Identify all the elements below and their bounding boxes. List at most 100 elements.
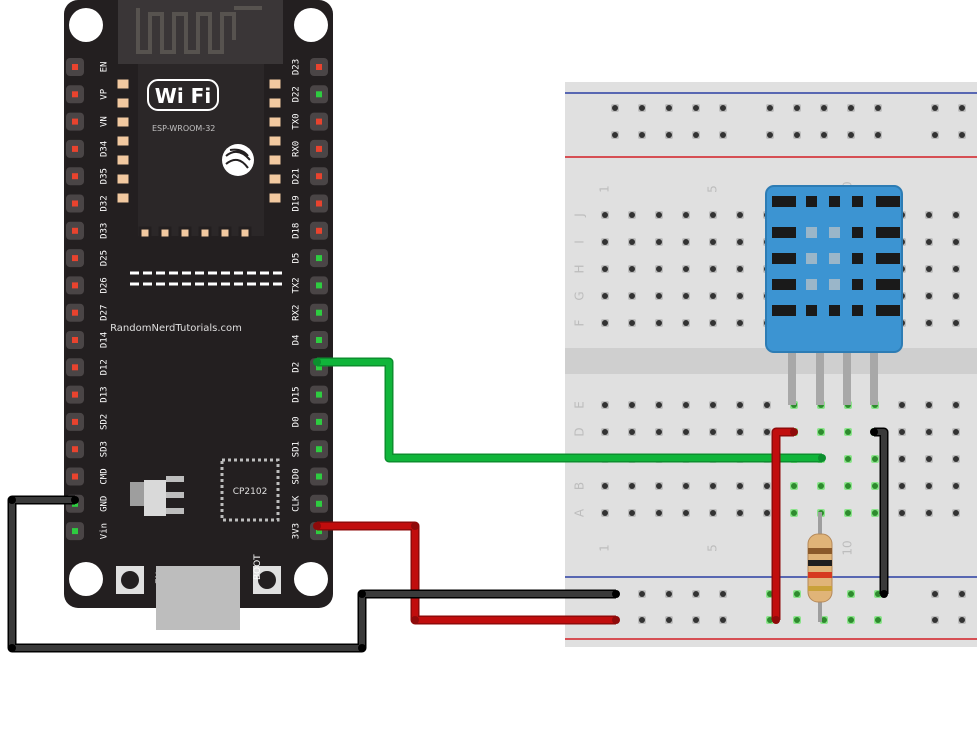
usb-connector (156, 566, 240, 630)
pin-label: CLK (292, 495, 302, 512)
grille-slot (852, 227, 863, 238)
pin-marker (72, 91, 78, 98)
row-letter: D (573, 427, 587, 436)
wire-end (411, 616, 419, 624)
wire-end (8, 644, 16, 652)
wire-black-gnd[interactable] (9, 497, 616, 651)
pin-marker (316, 91, 322, 98)
hole-center (683, 483, 689, 489)
grille-slot (876, 196, 900, 207)
column-number: 5 (706, 544, 720, 552)
hole-center (872, 483, 878, 489)
pin-marker (72, 255, 78, 262)
pin-label: D22 (292, 86, 302, 102)
hole-center (791, 483, 797, 489)
en-button-cap[interactable] (121, 571, 139, 589)
pin-marker (316, 337, 322, 343)
hole-center (720, 132, 726, 138)
pin-label: RX2 (292, 305, 302, 321)
wire-red-3v3[interactable] (317, 523, 616, 623)
hole-center (794, 132, 800, 138)
hole-center (683, 266, 689, 272)
wire-end (870, 428, 878, 436)
pin-marker (316, 418, 322, 425)
module-pads (114, 76, 284, 240)
hole-center (926, 429, 932, 435)
pin-marker (316, 500, 322, 507)
hole-center (737, 212, 743, 218)
resistor-band (808, 586, 832, 591)
hole-center (953, 510, 959, 516)
pin-labels: ENVPVND34D35D32D33D25D26D27D14D12D13SD2S… (100, 59, 302, 539)
module-pad (266, 171, 284, 187)
pin-marker (316, 64, 322, 70)
pin-label: D34 (100, 141, 110, 157)
pin-marker (316, 282, 322, 289)
hole-center (710, 429, 716, 435)
row-letter: J (573, 213, 587, 218)
hole-center (693, 132, 699, 138)
pin-marker (316, 227, 322, 234)
hole-center (737, 402, 743, 408)
hole-center (845, 429, 851, 435)
hole-center (639, 132, 645, 138)
wire-end (358, 590, 366, 598)
wire-end (818, 454, 826, 462)
column-number: 10 (841, 540, 855, 555)
hole-center (629, 266, 635, 272)
boot-button-cap[interactable] (258, 571, 276, 589)
hole-center (720, 617, 726, 623)
pin-label: 3V3 (292, 523, 302, 539)
pin-label: SD3 (100, 441, 110, 457)
header-pins (66, 58, 328, 541)
hole-center (602, 402, 608, 408)
pin-label: EN (100, 62, 110, 73)
wire-end (612, 590, 620, 598)
dht11-sensor (765, 185, 903, 405)
module-pad (266, 95, 284, 111)
wire-green-data[interactable] (317, 359, 822, 461)
sensor-leg (788, 345, 796, 405)
wire-end (313, 358, 321, 366)
hole-center (848, 132, 854, 138)
pin-label: TX2 (292, 277, 302, 293)
wire-end (358, 644, 366, 652)
hole-center (737, 320, 743, 326)
wire-end (411, 522, 419, 530)
hole-center (612, 132, 618, 138)
regulator-leg (166, 476, 184, 482)
pin-marker (72, 200, 78, 207)
pin-marker (316, 364, 322, 371)
hole-center (959, 105, 965, 111)
hole-center (629, 429, 635, 435)
hole-center (953, 266, 959, 272)
row-letter: A (573, 508, 587, 517)
hole-center (720, 105, 726, 111)
watermark-text: RandomNerdTutorials.com (110, 323, 242, 334)
grille-slot (772, 196, 796, 207)
hole-center (899, 402, 905, 408)
pin-label: D0 (292, 416, 302, 427)
espressif-logo-mark (225, 148, 251, 169)
grille-slot (772, 279, 796, 290)
pin-label: D32 (100, 195, 110, 211)
wire-red-vcc[interactable] (773, 429, 794, 620)
mount-hole (69, 562, 103, 596)
pin-marker (72, 418, 78, 425)
hole-center (794, 591, 800, 597)
module-pad (266, 114, 284, 130)
hole-center (926, 510, 932, 516)
pin-label: RX0 (292, 141, 302, 157)
hole-center (666, 105, 672, 111)
hole-center (639, 591, 645, 597)
wires (7, 357, 889, 653)
hole-center (953, 402, 959, 408)
chip-label: CP2102 (233, 487, 268, 497)
grille-slot (806, 279, 817, 290)
hole-center (932, 132, 938, 138)
hole-center (875, 105, 881, 111)
hole-center (629, 212, 635, 218)
hole-center (710, 320, 716, 326)
grille-slot (772, 227, 796, 238)
grille-slot (876, 279, 900, 290)
